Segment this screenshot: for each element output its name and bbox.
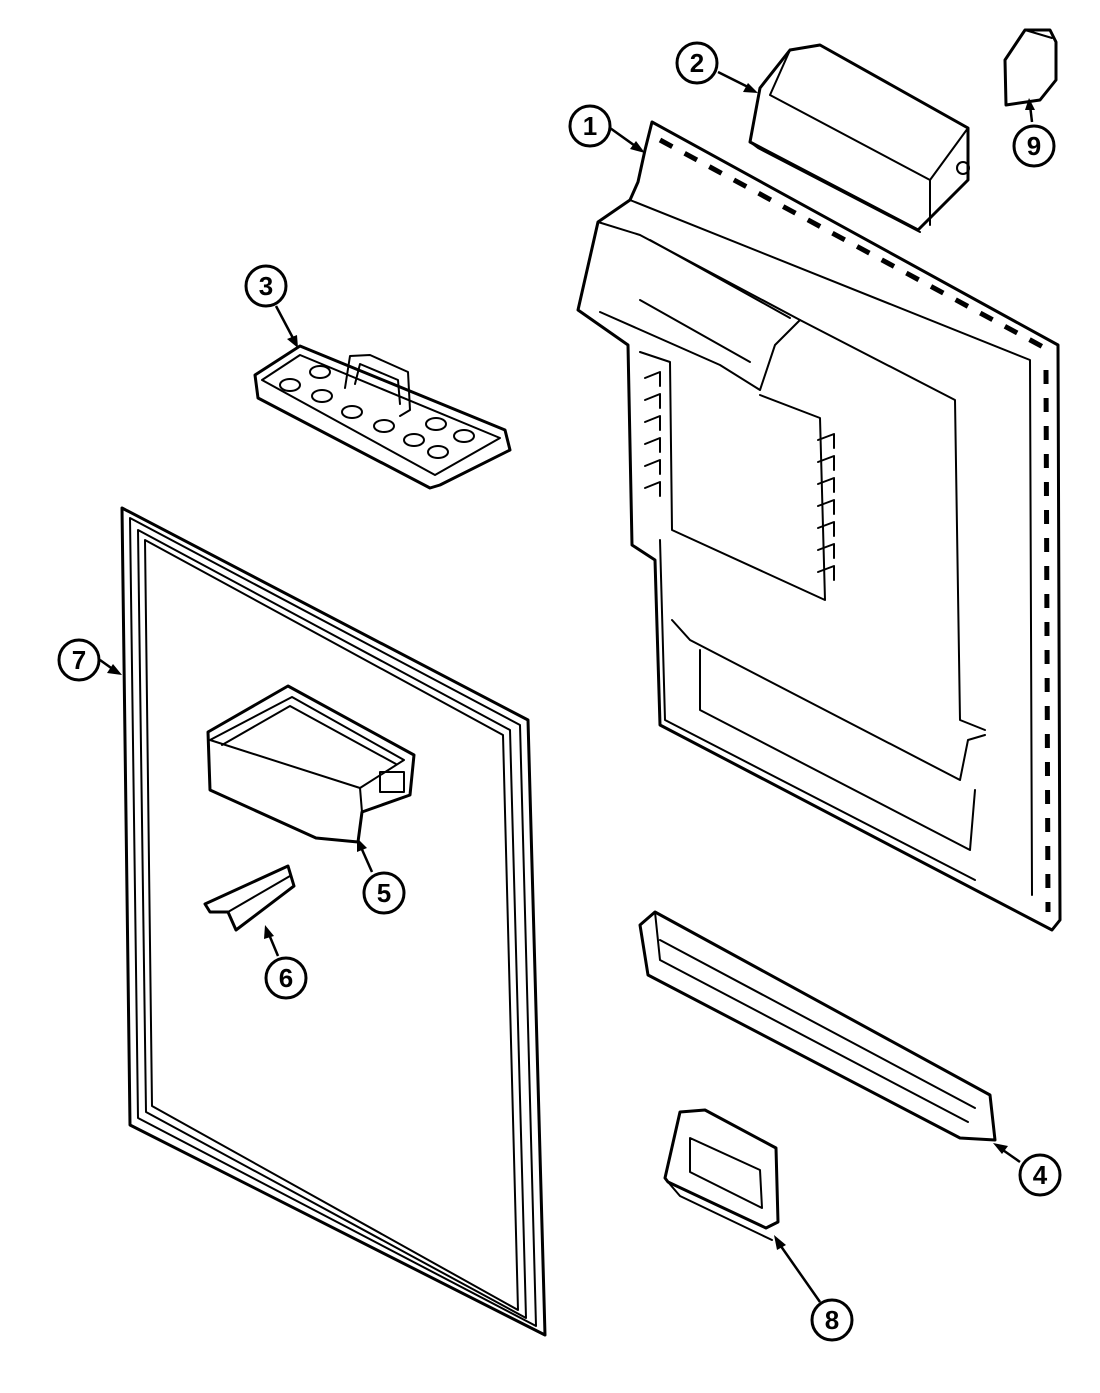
callout-5: 5 — [362, 871, 406, 915]
callout-9-label: 9 — [1027, 131, 1041, 161]
callout-1: 1 — [568, 104, 612, 148]
cap-part — [1003, 28, 1058, 107]
callout-5-label: 5 — [377, 878, 391, 908]
liner-shelf-tabs-left — [644, 371, 661, 497]
bin-clip-part — [203, 864, 296, 932]
callout-6: 6 — [264, 956, 308, 1000]
egg-cups — [279, 365, 475, 459]
callout-6-label: 6 — [279, 963, 293, 993]
callout-7-label: 7 — [72, 645, 86, 675]
callout-8-label: 8 — [825, 1305, 839, 1335]
callout-3-label: 3 — [259, 271, 273, 301]
door-gasket-part — [120, 506, 547, 1337]
callout-3: 3 — [244, 264, 288, 308]
callout-2: 2 — [675, 41, 719, 85]
dairy-compartment-part — [748, 43, 970, 233]
leader-lines — [99, 70, 1035, 1303]
door-liner-part — [576, 120, 1062, 932]
door-shelf-bar-part — [638, 910, 997, 1142]
door-bin-part — [206, 684, 416, 844]
callout-4-label: 4 — [1033, 1160, 1048, 1190]
callout-9: 9 — [1012, 124, 1056, 168]
liner-shelf-tabs-right — [817, 433, 835, 581]
callout-4: 4 — [1018, 1153, 1062, 1197]
callout-1-label: 1 — [583, 111, 597, 141]
egg-tray-part — [253, 344, 512, 490]
callout-8: 8 — [810, 1298, 854, 1342]
callout-7: 7 — [57, 638, 101, 682]
callout-2-label: 2 — [690, 48, 704, 78]
small-cover-part — [663, 1108, 780, 1241]
